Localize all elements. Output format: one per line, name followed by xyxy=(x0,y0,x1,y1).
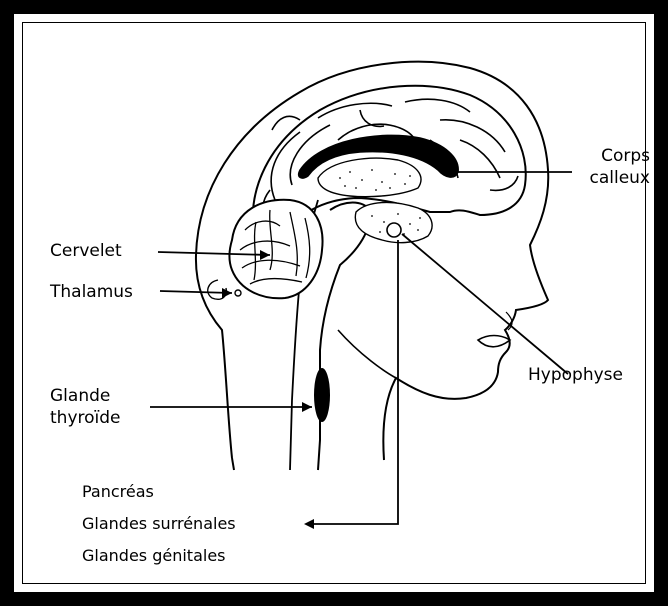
label-glande-line1: Glande xyxy=(50,385,110,407)
pituitary-gland xyxy=(387,223,401,237)
leader-thalamus xyxy=(160,291,232,293)
jaw-line xyxy=(338,330,396,378)
label-pancreas: Pancréas xyxy=(82,481,154,503)
arrow-surrenales xyxy=(304,519,314,529)
label-thalamus: Thalamus xyxy=(50,281,133,303)
label-hypophyse: Hypophyse xyxy=(528,364,623,386)
lips xyxy=(478,336,510,347)
label-cervelet: Cervelet xyxy=(50,240,122,262)
arrow-glande xyxy=(302,402,312,412)
cerebellum xyxy=(229,200,322,298)
label-surrenales: Glandes surrénales xyxy=(82,513,236,535)
label-glande-line2: thyroïde xyxy=(50,407,121,429)
neck-back-line xyxy=(232,458,234,470)
label-corps-line2: calleux xyxy=(560,167,650,189)
thalamus-marker xyxy=(235,290,241,296)
label-genitales: Glandes génitales xyxy=(82,545,226,567)
thyroid-gland xyxy=(314,368,330,422)
label-corps-line1: Corps xyxy=(560,145,650,167)
